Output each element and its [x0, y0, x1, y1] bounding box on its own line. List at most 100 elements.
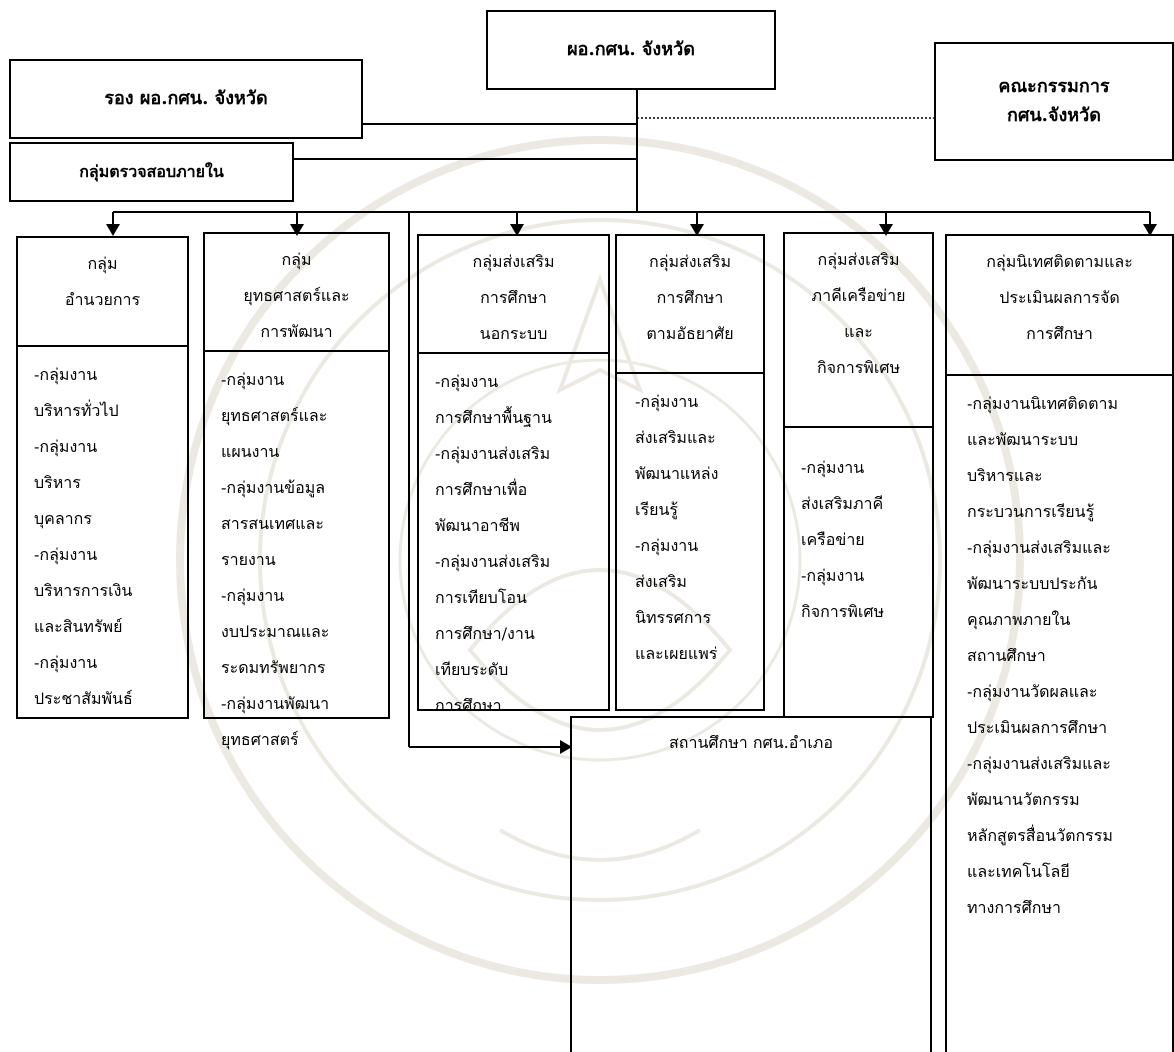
task-line: พัฒนานวัตกรรม — [967, 790, 1080, 809]
task-line: ส่งเสริมภาคี — [801, 494, 884, 513]
group-header-line: ตามอัธยาศัย — [646, 324, 734, 343]
group-column-tasks: -กลุ่มงาน ส่งเสริมภาคี เครือข่าย -กลุ่มง… — [785, 428, 932, 630]
task-line: -กลุ่มงาน — [221, 586, 285, 605]
group-column-network-special-affairs: กลุ่มส่งเสริม ภาคีเครือข่าย และ กิจการพิ… — [783, 232, 934, 718]
task-line: ยุทธศาสตร์และ — [221, 406, 328, 425]
group-column-administration: กลุ่ม อำนวยการ -กลุ่มงาน บริหารทั่วไป -ก… — [16, 236, 189, 719]
task-line: -กลุ่มงานข้อมูล — [221, 478, 326, 497]
task-line: และสินทรัพย์ — [34, 617, 123, 636]
committee-box: คณะกรรมการ กศน.จังหวัด — [934, 42, 1174, 161]
group-header-line: การศึกษา — [1026, 324, 1093, 343]
task-line: พัฒนาระบบประกัน — [967, 574, 1098, 593]
task-line: เครือข่าย — [801, 530, 865, 549]
task-line: และพัฒนาระบบ — [967, 430, 1079, 449]
task-line: -กลุ่มงาน — [435, 372, 499, 391]
group-column-tasks: -กลุ่มงาน การศึกษาพื้นฐาน -กลุ่มงานส่งเส… — [419, 354, 608, 724]
task-line: แผนงาน — [221, 442, 280, 461]
group-column-tasks: -กลุ่มงาน ส่งเสริมและ พัฒนาแหล่ง เรียนรู… — [617, 374, 763, 672]
task-line: บริหาร — [34, 473, 81, 492]
group-column-header: กลุ่มส่งเสริม ภาคีเครือข่าย และ กิจการพิ… — [785, 234, 932, 428]
internal-audit-box: กลุ่มตรวจสอบภายใน — [9, 142, 294, 202]
task-line: บุคลากร — [34, 509, 92, 528]
group-column-tasks: -กลุ่มงาน บริหารทั่วไป -กลุ่มงาน บริหาร … — [18, 347, 187, 717]
task-line: บริหารและ — [967, 466, 1043, 485]
task-line: บริหารทั่วไป — [34, 401, 119, 420]
watermark-seal — [176, 136, 1024, 984]
task-line: การศึกษาพื้นฐาน — [435, 408, 552, 427]
group-header-line: นอกระบบ — [479, 324, 548, 343]
task-line: ประเมินผลการศึกษา — [967, 718, 1108, 737]
director-box: ผอ.กศน. จังหวัด — [486, 10, 776, 90]
task-line: นิทรรศการ — [635, 608, 712, 627]
task-line: พัฒนาแหล่ง — [635, 464, 719, 483]
task-line: -กลุ่มงาน — [801, 566, 865, 585]
group-column-nonformal-education: กลุ่มส่งเสริม การศึกษา นอกระบบ -กลุ่มงาน… — [417, 234, 610, 715]
group-column-header: กลุ่ม อำนวยการ — [18, 238, 187, 347]
task-line: -กลุ่มงานส่งเสริมและ — [967, 754, 1111, 773]
group-header-line: ภาคีเครือข่าย — [811, 286, 906, 305]
task-line: -กลุ่มงาน — [801, 458, 865, 477]
task-line: -กลุ่มงาน — [635, 392, 699, 411]
group-column-header: กลุ่มนิเทศติดตามและ ประเมินผลการจัด การศ… — [947, 236, 1172, 376]
group-header-line: การศึกษา — [480, 288, 547, 307]
task-line: งบประมาณและ — [221, 622, 330, 641]
deputy-director-box: รอง ผอ.กศน. จังหวัด — [9, 59, 363, 139]
group-header-line: การพัฒนา — [260, 322, 333, 341]
task-line: -กลุ่มงาน — [34, 545, 98, 564]
task-line: ทางการศึกษา — [967, 898, 1061, 917]
task-line: และเทคโนโลยี — [967, 862, 1070, 881]
task-line: -กลุ่มงานนิเทศติดตาม — [967, 394, 1118, 413]
group-column-informal-education: กลุ่มส่งเสริม การศึกษา ตามอัธยาศัย -กลุ่… — [615, 234, 765, 711]
task-line: -กลุ่มงานวัดผลและ — [967, 682, 1098, 701]
task-line: กระบวนการเรียนรู้ — [967, 502, 1095, 521]
group-column-header: กลุ่มส่งเสริม การศึกษา นอกระบบ — [419, 236, 608, 354]
task-line: -กลุ่มงานส่งเสริม — [435, 552, 551, 571]
task-line: เทียบระดับ — [435, 660, 509, 679]
task-line: บริหารการเงิน — [34, 581, 133, 600]
group-column-strategy: กลุ่ม ยุทธศาสตร์และ การพัฒนา -กลุ่มงาน ย… — [203, 232, 390, 749]
group-header-line: กลุ่มส่งเสริม — [472, 252, 555, 271]
group-column-tasks: -กลุ่มงาน ยุทธศาสตร์และ แผนงาน -กลุ่มงาน… — [205, 352, 388, 758]
task-line: หลักสูตรสื่อนวัตกรรม — [967, 826, 1113, 845]
task-line: ประชาสัมพันธ์ — [34, 689, 133, 708]
task-line: การศึกษาเพื่อ — [435, 480, 528, 499]
group-column-tasks: -กลุ่มงานนิเทศติดตาม และพัฒนาระบบ บริหาร… — [947, 376, 1172, 926]
task-line: และเผยแพร่ — [635, 644, 718, 663]
task-line: -กลุ่มงาน — [34, 365, 98, 384]
task-line: ยุทธศาสตร์ — [221, 730, 299, 749]
group-header-line: ยุทธศาสตร์และ — [243, 286, 350, 305]
task-line: -กลุ่มงานส่งเสริมและ — [967, 538, 1111, 557]
group-column-supervision-evaluation: กลุ่มนิเทศติดตามและ ประเมินผลการจัด การศ… — [945, 234, 1174, 1052]
task-line: เรียนรู้ — [635, 500, 678, 519]
group-header-line: กลุ่มส่งเสริม — [649, 252, 731, 271]
committee-label-line1: คณะกรรมการ — [998, 75, 1110, 97]
task-line: การศึกษา — [435, 696, 502, 715]
task-line: -กลุ่มงานพัฒนา — [221, 694, 330, 713]
task-line: ส่งเสริมและ — [635, 428, 716, 447]
district-center-box: สถานศึกษา กศน.อำเภอ — [570, 716, 932, 1052]
group-header-line: กลุ่มส่งเสริม — [817, 250, 900, 269]
director-label: ผอ.กศน. จังหวัด — [567, 38, 695, 60]
group-column-header: กลุ่มส่งเสริม การศึกษา ตามอัธยาศัย — [617, 236, 763, 374]
task-line: การศึกษา/งาน — [435, 624, 535, 643]
task-line: -กลุ่มงาน — [34, 437, 98, 456]
group-header-line: และ — [844, 322, 873, 341]
group-header-line: กิจการพิเศษ — [816, 358, 901, 377]
arrowheads — [106, 224, 1157, 754]
task-line: ส่งเสริม — [635, 572, 687, 591]
group-column-header: กลุ่ม ยุทธศาสตร์และ การพัฒนา — [205, 234, 388, 352]
task-line: การเทียบโอน — [435, 588, 527, 607]
task-line: รายงาน — [221, 550, 276, 569]
task-line: -กลุ่มงาน — [635, 536, 699, 555]
group-header-line: อำนวยการ — [64, 290, 141, 309]
group-header-line: กลุ่มนิเทศติดตามและ — [986, 252, 1133, 271]
group-header-line: กลุ่ม — [281, 250, 312, 269]
task-line: สถานศึกษา — [967, 646, 1046, 665]
committee-label-line2: กศน.จังหวัด — [1007, 104, 1101, 126]
task-line: พัฒนาอาชีพ — [435, 516, 520, 535]
task-line: -กลุ่มงาน — [221, 370, 285, 389]
task-line: -กลุ่มงาน — [34, 653, 98, 672]
task-line: คุณภาพภายใน — [967, 610, 1071, 629]
